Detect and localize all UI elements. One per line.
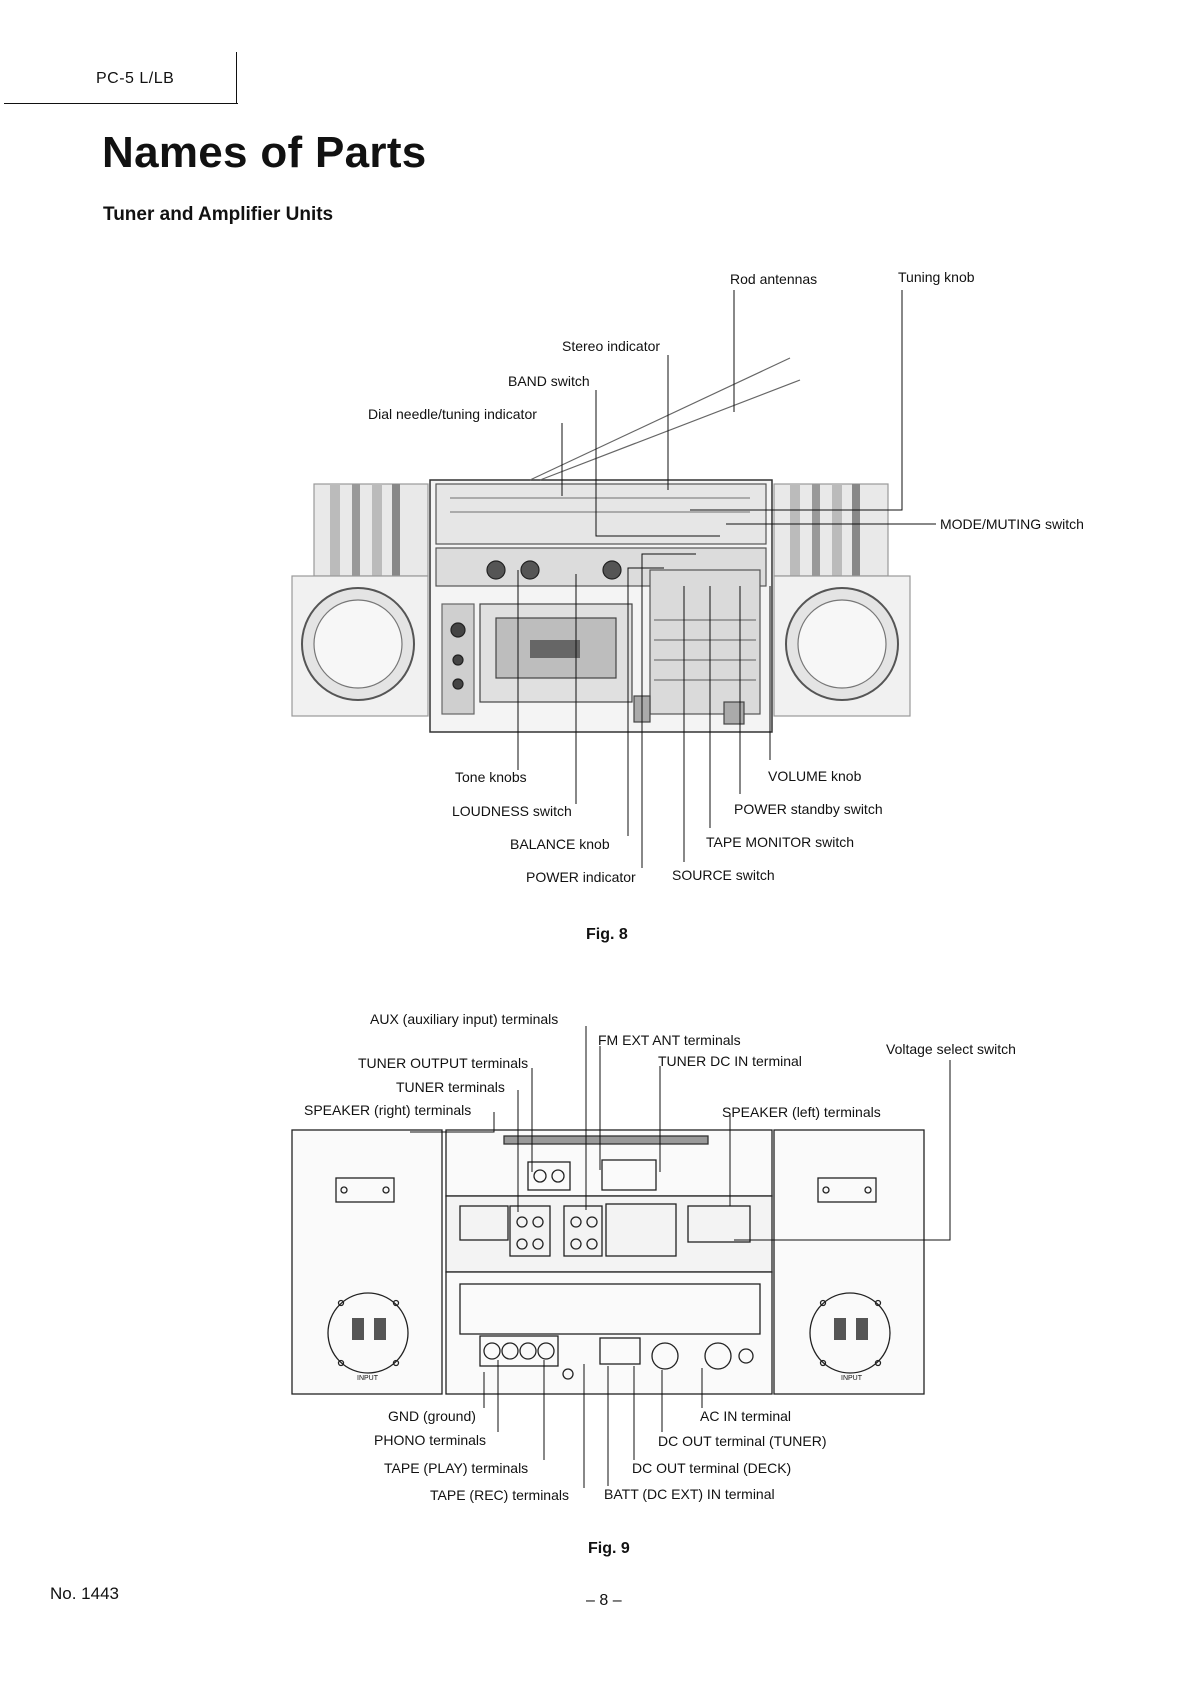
- label-aux: AUX (auxiliary input) terminals: [370, 1011, 558, 1027]
- fig9-illustration: [291, 1129, 925, 1395]
- label-tuner-dc-in: TUNER DC IN terminal: [658, 1053, 802, 1069]
- fig8-illustration: [291, 357, 911, 733]
- label-tone-knobs: Tone knobs: [455, 769, 527, 785]
- label-ac-in: AC IN terminal: [700, 1408, 791, 1424]
- label-batt-in: BATT (DC EXT) IN terminal: [604, 1486, 775, 1502]
- label-loudness-switch: LOUDNESS switch: [452, 803, 572, 819]
- label-balance-knob: BALANCE knob: [510, 836, 610, 852]
- section-title: Tuner and Amplifier Units: [103, 204, 334, 225]
- model-tag: PC-5 L/LB: [96, 70, 175, 87]
- document-number: No. 1443: [50, 1584, 119, 1603]
- fig8-caption: Fig. 8: [586, 926, 628, 943]
- label-speaker-right: SPEAKER (right) terminals: [304, 1102, 471, 1118]
- page-number: – 8 –: [586, 1592, 622, 1609]
- label-volume-knob: VOLUME knob: [768, 768, 862, 784]
- label-source-switch: SOURCE switch: [672, 867, 775, 883]
- header-rule: [4, 103, 238, 104]
- fig9-caption: Fig. 9: [588, 1540, 630, 1557]
- label-mode-muting: MODE/MUTING switch: [940, 516, 1084, 532]
- page-title: Names of Parts: [102, 128, 427, 177]
- label-band-switch: BAND switch: [508, 373, 590, 389]
- label-tape-rec: TAPE (REC) terminals: [430, 1487, 569, 1503]
- label-gnd: GND (ground): [388, 1408, 476, 1424]
- label-rod-antennas: Rod antennas: [730, 271, 817, 287]
- label-power-indicator: POWER indicator: [526, 869, 636, 885]
- header-rule-vertical: [236, 52, 237, 104]
- label-speaker-left: SPEAKER (left) terminals: [722, 1104, 881, 1120]
- label-tuning-knob: Tuning knob: [898, 269, 975, 285]
- fig8-leader-lines: [517, 290, 936, 868]
- label-input-left: INPUT: [357, 1375, 379, 1382]
- label-tuner-output: TUNER OUTPUT terminals: [358, 1055, 528, 1071]
- label-stereo-indicator: Stereo indicator: [562, 338, 660, 354]
- label-tape-monitor: TAPE MONITOR switch: [706, 834, 854, 850]
- label-dial-needle: Dial needle/tuning indicator: [368, 406, 537, 422]
- label-power-standby: POWER standby switch: [734, 801, 883, 817]
- label-phono: PHONO terminals: [374, 1432, 486, 1448]
- label-voltage-select: Voltage select switch: [886, 1041, 1016, 1057]
- label-input-right: INPUT: [841, 1375, 863, 1382]
- fig9-leader-lines: [410, 1026, 951, 1488]
- label-tape-play: TAPE (PLAY) terminals: [384, 1460, 528, 1476]
- label-dc-out-tuner: DC OUT terminal (TUNER): [658, 1433, 827, 1449]
- label-dc-out-deck: DC OUT terminal (DECK): [632, 1460, 791, 1476]
- label-fm-ext-ant: FM EXT ANT terminals: [598, 1032, 741, 1048]
- label-tuner-terminals: TUNER terminals: [396, 1079, 505, 1095]
